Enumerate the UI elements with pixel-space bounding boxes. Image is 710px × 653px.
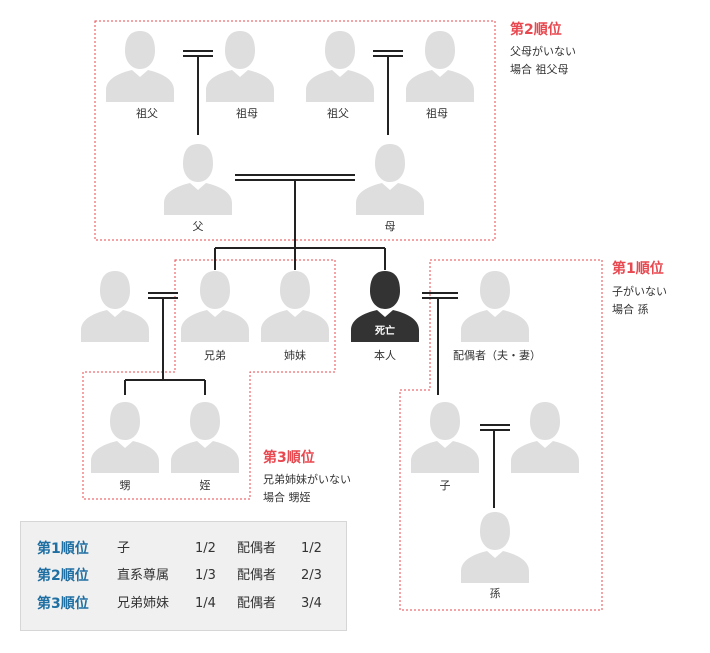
label-grandfather-paternal: 祖父 [136, 106, 158, 120]
person-icon-child-in-law [511, 402, 579, 473]
share-spouse-fraction: 3/4 [301, 596, 322, 611]
person-icon-nephew [91, 402, 159, 473]
label-grandmother-paternal: 祖母 [236, 106, 258, 120]
label-mother: 母 [385, 220, 396, 233]
person-icon-niece [171, 402, 239, 473]
share-heir-fraction: 1/3 [195, 568, 216, 583]
rank2-title: 第2順位 [510, 21, 562, 38]
person-icon-grandmother-paternal [206, 31, 274, 102]
share-spouse: 配偶者 [237, 596, 277, 611]
rank1-box [399, 259, 603, 611]
share-heir: 兄弟姉妹 [117, 596, 170, 611]
rank2-note-2: 場合 祖父母 [510, 62, 569, 76]
rank1-note-1: 子がいない [612, 284, 667, 298]
share-heir: 子 [117, 541, 131, 556]
share-rank: 第2順位 [37, 568, 89, 584]
share-rank: 第3順位 [37, 596, 89, 612]
deceased-label: 死亡 [375, 324, 395, 337]
share-heir-fraction: 1/4 [195, 596, 216, 611]
share-row: 第2順位 直系尊属 1/3 配偶者 2/3 [21, 566, 346, 586]
rank1-note-2: 場合 孫 [612, 302, 649, 316]
person-icon-child [411, 402, 479, 473]
inheritance-share-table: 第1順位 子 1/2 配偶者 1/2 第2順位 直系尊属 1/3 配偶者 2/3… [20, 521, 347, 631]
label-self: 本人 [374, 348, 396, 362]
person-icon-grandfather-paternal [106, 31, 174, 102]
label-nephew: 甥 [120, 479, 131, 492]
person-icon-mother [356, 144, 424, 215]
label-grandmother-maternal: 祖母 [426, 106, 448, 120]
person-icon-father [164, 144, 232, 215]
rank3-box [82, 259, 336, 500]
rank2-note-1: 父母がいない [510, 44, 576, 58]
label-child: 子 [440, 479, 451, 492]
share-row: 第3順位 兄弟姉妹 1/4 配偶者 3/4 [21, 594, 346, 614]
person-icon-spouse [461, 271, 529, 342]
rank2-box [94, 20, 496, 241]
rank1-title: 第1順位 [612, 260, 664, 277]
label-grandchild: 孫 [490, 587, 501, 600]
rank3-note-2: 場合 甥姪 [263, 490, 311, 504]
label-spouse: 配偶者（夫・妻） [453, 349, 541, 362]
share-spouse-fraction: 1/2 [301, 541, 322, 556]
person-icon-grandfather-maternal [306, 31, 374, 102]
share-spouse-fraction: 2/3 [301, 568, 322, 583]
person-icon-grandchild [461, 512, 529, 583]
label-sister: 姉妹 [284, 348, 306, 362]
label-father: 父 [193, 220, 204, 233]
rank3-note-1: 兄弟姉妹がいない [263, 472, 351, 486]
rank3-title: 第3順位 [263, 449, 315, 466]
label-brother: 兄弟 [204, 349, 226, 362]
person-icon-brother-in-law [81, 271, 149, 342]
share-heir-fraction: 1/2 [195, 541, 216, 556]
person-icon-sister [261, 271, 329, 342]
label-grandfather-maternal: 祖父 [327, 106, 349, 120]
share-row: 第1順位 子 1/2 配偶者 1/2 [21, 539, 346, 559]
share-rank: 第1順位 [37, 541, 89, 557]
connector-lines [124, 50, 510, 508]
share-heir: 直系尊属 [117, 568, 170, 583]
share-spouse: 配偶者 [237, 568, 277, 583]
label-niece: 姪 [200, 478, 211, 492]
share-spouse: 配偶者 [237, 541, 277, 556]
person-icon-grandmother-maternal [406, 31, 474, 102]
person-icon-brother [181, 271, 249, 342]
